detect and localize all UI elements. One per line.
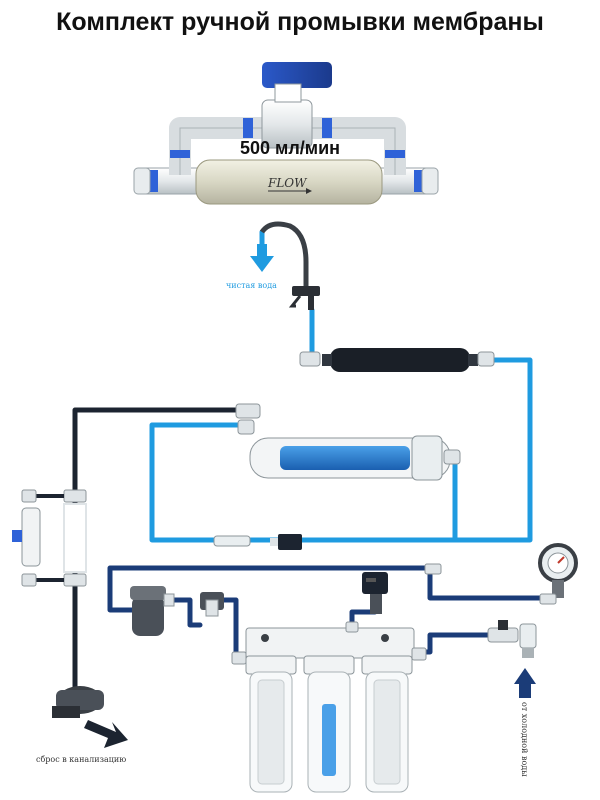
prefilter-stage-1	[245, 655, 297, 793]
pressure-gauge-icon	[538, 543, 578, 605]
drain-saddle	[52, 686, 128, 748]
clean-water-arrow-icon	[250, 244, 274, 272]
ro-membrane-housing	[235, 403, 461, 481]
page-title: Комплект ручной промывки мембраны	[56, 8, 544, 36]
flow-rate-label: 500 мл/мин	[240, 138, 341, 158]
drain-label: сброс в канализацию	[36, 755, 126, 764]
valve-handle-icon	[262, 62, 332, 88]
solenoid-valve	[200, 592, 224, 617]
inlet-ball-valve	[487, 620, 537, 658]
inlet-arrow-icon	[514, 668, 536, 698]
prefilter-stage-3	[361, 655, 413, 793]
cold-water-inlet-label: от холодной воды	[520, 702, 529, 777]
ro-membrane	[280, 446, 410, 470]
flush-housing	[195, 159, 383, 205]
faucet-icon	[259, 221, 320, 310]
clean-water-label: чистая вода	[226, 281, 277, 290]
auto-shutoff-valve	[362, 572, 388, 614]
flush-housing-marking: FLOW	[267, 176, 308, 190]
flush-valve-assembly: FLOW	[133, 62, 439, 205]
prefilter-bracket	[245, 627, 415, 659]
flow-restrictor	[213, 534, 302, 550]
booster-pump	[130, 586, 175, 636]
post-carbon-filter	[299, 348, 495, 372]
flush-tee-left	[12, 489, 87, 587]
prefilter-stage-2	[303, 655, 355, 793]
